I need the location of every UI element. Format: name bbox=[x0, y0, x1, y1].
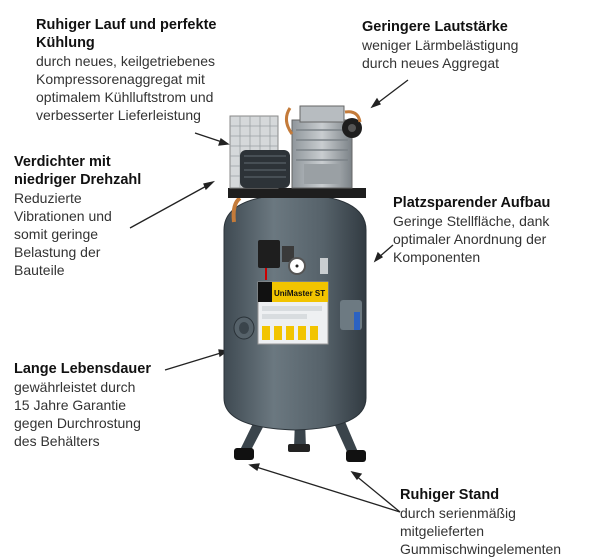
feature-noise: Geringere Lautstärke weniger Lärmbelästi… bbox=[362, 18, 562, 72]
feature-space-title: Platzsparender Aufbau bbox=[393, 195, 551, 211]
feature-stand-title: Ruhiger Stand bbox=[400, 487, 500, 503]
arrow-compressor bbox=[129, 183, 211, 229]
arrow-cooling-head bbox=[218, 137, 230, 146]
feature-noise-title: Geringere Lautstärke bbox=[362, 19, 508, 35]
arrow-stand-left bbox=[252, 465, 401, 513]
feature-compressor-text: Reduzierte Vibrationen und somit geringe… bbox=[14, 190, 112, 278]
product-label-text: UniMaster ST bbox=[274, 289, 325, 298]
electric-motor bbox=[240, 150, 290, 188]
feature-space: Platzsparender Aufbau Geringe Stellfläch… bbox=[393, 194, 593, 266]
arrow-stand-right bbox=[354, 474, 401, 513]
feature-space-text: Geringe Stellfläche, dank optimaler Anor… bbox=[393, 213, 550, 265]
pressure-switch bbox=[258, 240, 328, 280]
arrow-noise-head bbox=[370, 97, 381, 109]
feature-stand-text: durch serienmäßig mitgelieferten Gummisc… bbox=[400, 505, 562, 557]
feature-lifetime: Lange Lebensdauer gewährleistet durch 15… bbox=[14, 360, 184, 450]
product-label: UniMaster ST bbox=[257, 281, 329, 345]
arrow-lifetime bbox=[164, 351, 225, 371]
arrow-stand-right-head bbox=[350, 470, 363, 481]
feature-compressor-title: Verdichter mit niedriger Drehzahl bbox=[14, 154, 142, 188]
feature-cooling-text: durch neues, keilgetriebenes Kompressore… bbox=[36, 53, 216, 123]
arrow-stand-left-head bbox=[248, 463, 260, 472]
compressor-pump bbox=[285, 105, 362, 189]
pointer-arrows bbox=[129, 79, 409, 513]
arrow-space-head bbox=[373, 251, 384, 263]
pump-base bbox=[228, 188, 366, 198]
feature-cooling-title: Ruhiger Lauf und perfekte Kühlung bbox=[36, 17, 217, 51]
feature-compressor: Verdichter mit niedriger Drehzahl Reduzi… bbox=[14, 153, 184, 279]
arrow-noise bbox=[374, 79, 409, 106]
feature-stand: Ruhiger Stand durch serienmäßig mitgelie… bbox=[400, 486, 590, 558]
feature-lifetime-title: Lange Lebensdauer bbox=[14, 361, 151, 377]
feature-lifetime-text: gewährleistet durch 15 Jahre Garantie ge… bbox=[14, 379, 141, 449]
feature-cooling: Ruhiger Lauf und perfekte Kühlung durch … bbox=[36, 16, 276, 124]
feature-noise-text: weniger Lärmbelästigung durch neues Aggr… bbox=[362, 37, 519, 71]
pressure-pipe bbox=[231, 196, 242, 223]
arrow-compressor-head bbox=[203, 180, 216, 191]
